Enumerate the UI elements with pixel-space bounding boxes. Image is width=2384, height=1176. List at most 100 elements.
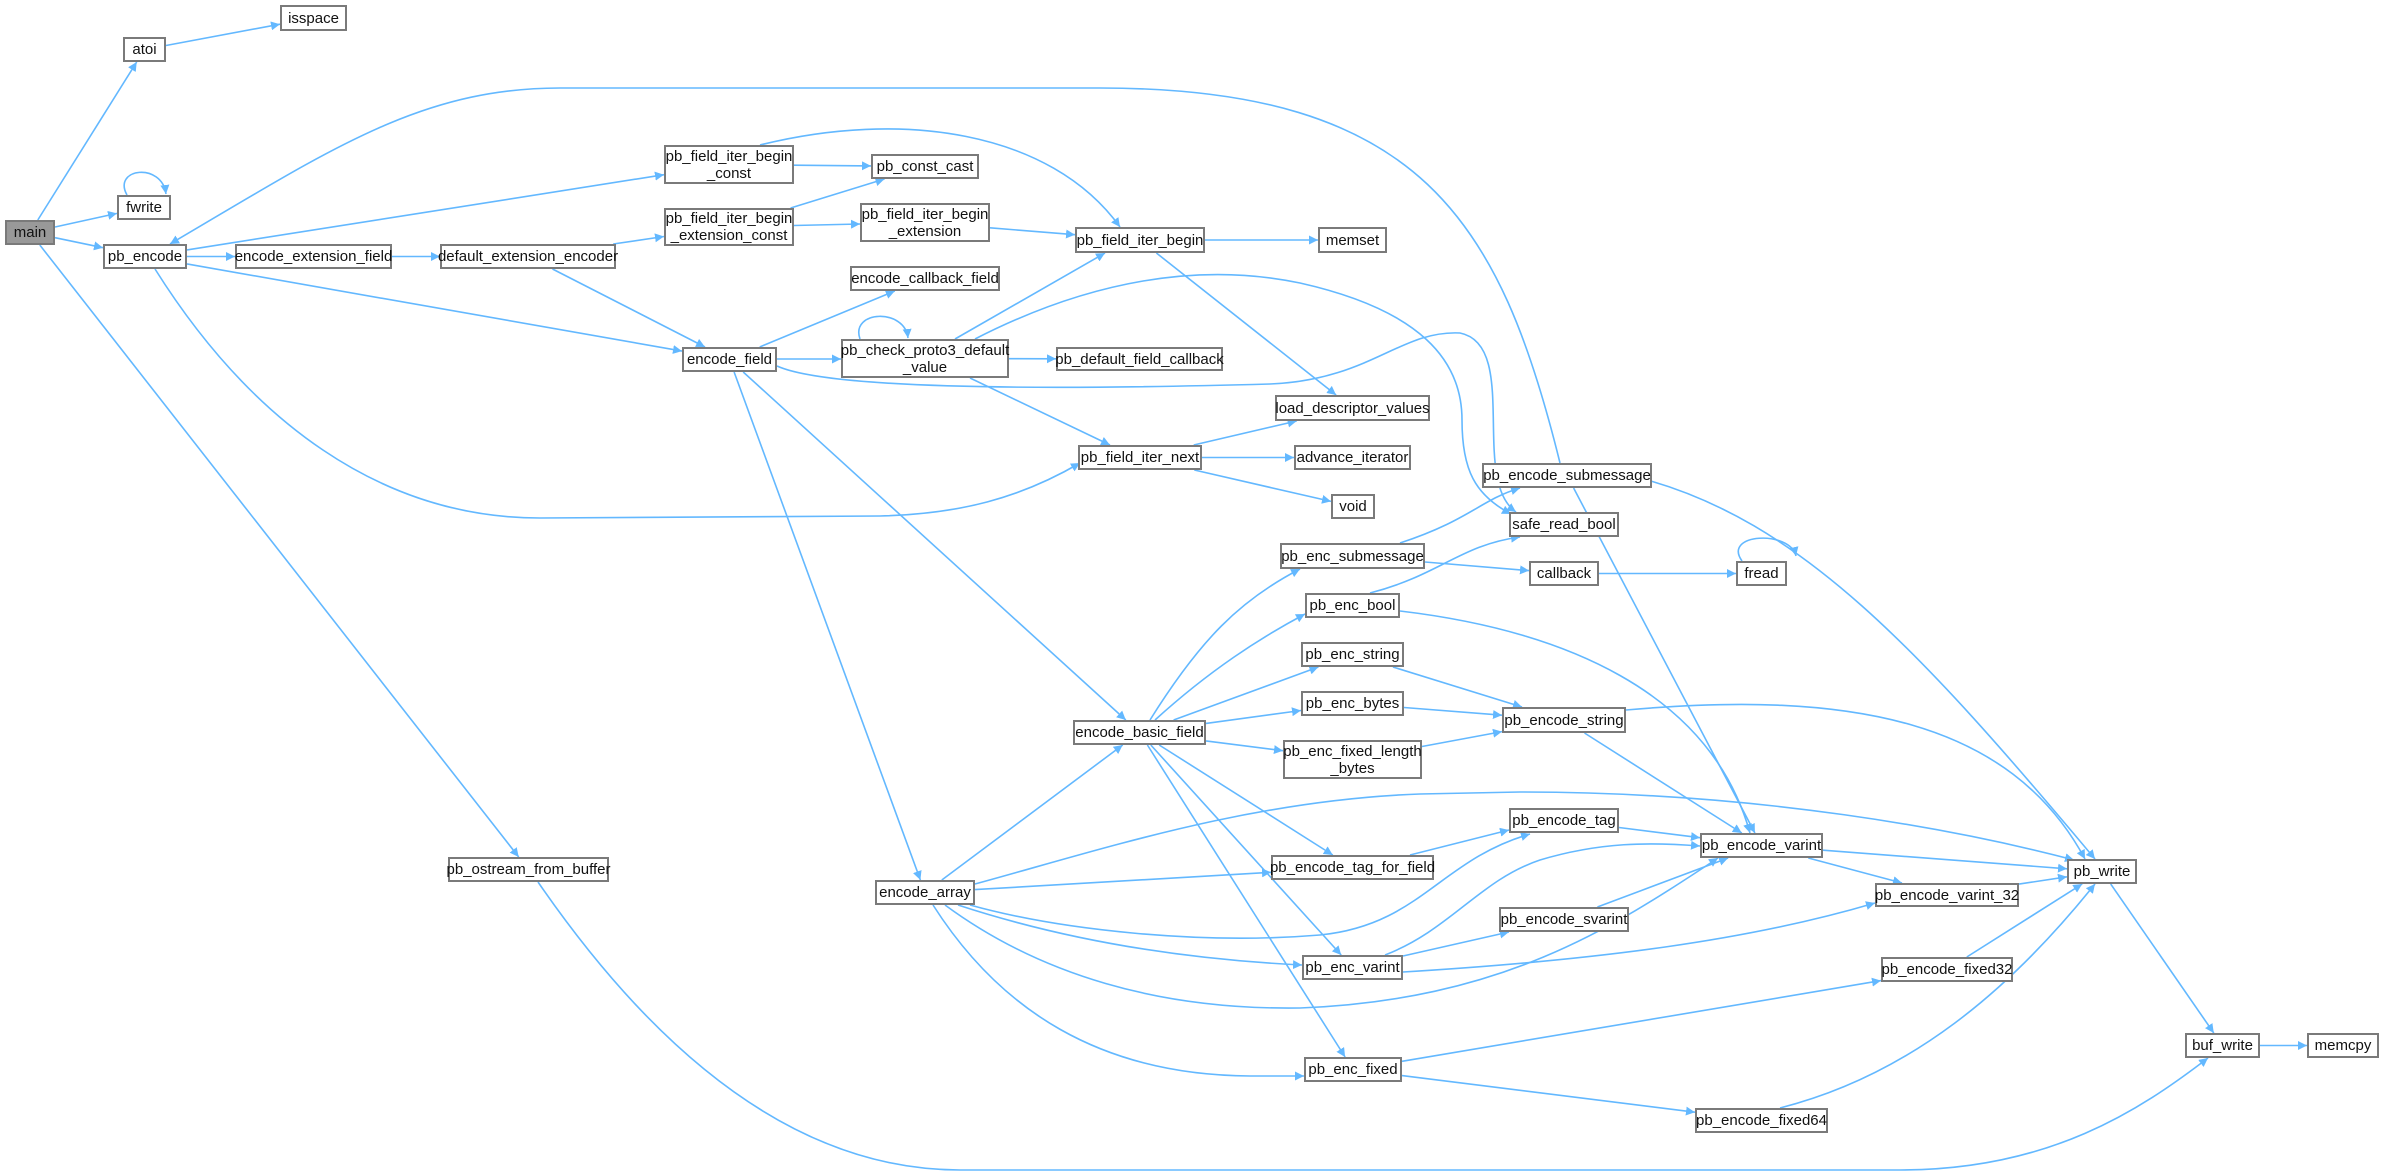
edge-pb-check-proto3-default-value-to-pb-field-iter-begin	[954, 252, 1106, 340]
node-pb-encode-string[interactable]: pb_encode_string	[1502, 707, 1626, 733]
node-pb-encode-varint-32[interactable]: pb_encode_varint_32	[1875, 883, 2019, 907]
node-pb-encode-tag[interactable]: pb_encode_tag	[1509, 808, 1619, 833]
edge-encode-field-to-encode-callback-field	[759, 290, 896, 348]
edge-encode-array-to-pb-enc-varint	[957, 904, 1303, 970]
edge-main-to-pb-ostream-from-buffer	[39, 244, 520, 858]
edge-encode-basic-field-to-pb-enc-bytes	[1205, 707, 1302, 725]
edge-encode-basic-field-to-pb-enc-fixed	[1146, 744, 1346, 1058]
node-pb-encode-tag-for-field[interactable]: pb_encode_tag_for_field	[1270, 855, 1435, 880]
edge-pb-enc-varint-to-pb-encode-svarint	[1402, 929, 1510, 957]
node-encode-callback-field[interactable]: encode_callback_field	[850, 266, 1000, 291]
node-memset[interactable]: memset	[1318, 227, 1387, 253]
node-encode-array[interactable]: encode_array	[875, 880, 975, 905]
edge-encode-basic-field-to-pb-enc-submessage	[1149, 568, 1301, 721]
edge-pb-enc-fixed-length-bytes-to-pb-encode-string	[1421, 728, 1503, 748]
edge-pb-field-iter-begin-const-to-pb-field-iter-begin	[759, 128, 1121, 228]
edge-pb-field-iter-begin-extension-const-to-pb-const-cast	[790, 177, 885, 209]
node-pb-encode-varint[interactable]: pb_encode_varint	[1700, 833, 1823, 858]
node-void[interactable]: void	[1331, 494, 1375, 519]
node-fwrite[interactable]: fwrite	[117, 195, 171, 220]
edge-pb-encode-varint-32-to-pb-write	[2018, 873, 2068, 885]
node-encode-basic-field[interactable]: encode_basic_field	[1073, 720, 1206, 745]
node-pb-default-field-callback[interactable]: pb_default_field_callback	[1055, 347, 1224, 371]
edge-pb-enc-fixed-to-pb-encode-fixed32	[1401, 977, 1882, 1063]
edge-pb-field-iter-next-to-load-descriptor-values	[1193, 418, 1297, 446]
node-buf-write[interactable]: buf_write	[2185, 1033, 2260, 1058]
edge-pb-field-iter-begin-const-to-pb-const-cast	[793, 161, 872, 171]
edge-encode-basic-field-to-pb-enc-fixed-length-bytes	[1205, 740, 1284, 755]
edge-pb-enc-bool-to-pb-encode-varint	[1399, 610, 1752, 834]
edge-encode-field-to-safe-read-bool	[776, 332, 1517, 513]
edge-pb-enc-bool-to-safe-read-bool	[1369, 533, 1521, 594]
node-pb-enc-fixed-length-bytes[interactable]: pb_enc_fixed_length _bytes	[1283, 740, 1422, 779]
node-pb-check-proto3-default-value[interactable]: pb_check_proto3_default _value	[841, 339, 1009, 378]
edge-default-extension-encoder-to-encode-field	[552, 268, 706, 348]
node-pb-field-iter-begin[interactable]: pb_field_iter_begin	[1075, 227, 1205, 253]
node-pb-encode-fixed32[interactable]: pb_encode_fixed32	[1881, 957, 2013, 982]
node-safe-read-bool[interactable]: safe_read_bool	[1509, 512, 1619, 537]
edge-main-to-pb-encode	[54, 236, 104, 251]
edge-pb-encode-submessage-to-pb-encode-varint	[1572, 487, 1756, 834]
node-callback[interactable]: callback	[1529, 561, 1599, 586]
node-pb-enc-varint[interactable]: pb_enc_varint	[1302, 955, 1403, 980]
node-default-extension-encoder[interactable]: default_extension_encoder	[438, 244, 618, 269]
edge-pb-encode-string-to-pb-write	[1625, 703, 2086, 860]
node-isspace[interactable]: isspace	[280, 5, 347, 31]
edge-pb-encode-to-pb-field-iter-begin-const	[186, 171, 665, 251]
edge-pb-encode-tag-for-field-to-pb-encode-tag	[1409, 827, 1510, 856]
node-advance-iterator[interactable]: advance_iterator	[1294, 445, 1411, 470]
node-load-descriptor-values[interactable]: load_descriptor_values	[1275, 395, 1430, 421]
edge-pb-check-proto3-default-value-to-pb-field-iter-next	[969, 377, 1111, 446]
edge-encode-array-to-pb-write	[974, 791, 2075, 885]
edge-encode-basic-field-to-pb-encode-tag-for-field	[1158, 744, 1334, 856]
node-fread[interactable]: fread	[1736, 561, 1787, 586]
edge-pb-encode-submessage-to-pb-encode	[169, 87, 1561, 464]
node-pb-enc-submessage[interactable]: pb_enc_submessage	[1280, 543, 1425, 569]
edge-pb-encode-to-encode-field	[186, 263, 683, 354]
node-pb-encode-submessage[interactable]: pb_encode_submessage	[1482, 463, 1652, 488]
edge-encode-basic-field-to-pb-enc-bool	[1154, 613, 1306, 721]
edge-main-to-atoi	[37, 61, 138, 221]
node-pb-write[interactable]: pb_write	[2067, 859, 2137, 884]
edge-pb-enc-submessage-to-callback	[1424, 561, 1530, 575]
edge-encode-basic-field-to-pb-enc-varint	[1150, 744, 1342, 956]
node-pb-encode-fixed64[interactable]: pb_encode_fixed64	[1695, 1108, 1828, 1133]
edge-fread-to-fread	[1737, 537, 1799, 562]
node-atoi[interactable]: atoi	[123, 37, 166, 62]
edge-pb-ostream-from-buffer-to-buf-write	[537, 881, 2209, 1171]
node-main[interactable]: main	[5, 220, 55, 245]
node-pb-enc-bytes[interactable]: pb_enc_bytes	[1301, 691, 1404, 716]
node-pb-enc-bool[interactable]: pb_enc_bool	[1305, 593, 1400, 618]
edge-pb-field-iter-begin-extension-to-pb-field-iter-begin	[989, 227, 1076, 239]
edge-pb-encode-string-to-pb-encode-varint	[1584, 732, 1743, 834]
edge-pb-encode-to-pb-field-iter-next	[154, 268, 1081, 519]
edge-pb-encode-varint-to-pb-encode-varint-32	[1808, 857, 1903, 886]
node-pb-encode[interactable]: pb_encode	[103, 244, 187, 269]
edge-pb-enc-bytes-to-pb-encode-string	[1403, 706, 1503, 719]
node-pb-field-iter-begin-extension[interactable]: pb_field_iter_begin _extension	[860, 203, 990, 242]
edge-pb-encode-submessage-to-pb-write	[1639, 477, 2096, 860]
node-pb-ostream-from-buffer[interactable]: pb_ostream_from_buffer	[447, 857, 611, 882]
edge-pb-enc-submessage-to-pb-encode-submessage	[1399, 486, 1521, 544]
edge-encode-array-to-pb-enc-fixed	[932, 904, 1304, 1081]
edge-pb-write-to-buf-write	[2110, 883, 2215, 1034]
edge-encode-basic-field-to-pb-enc-string	[1173, 665, 1319, 721]
node-memcpy[interactable]: memcpy	[2307, 1033, 2379, 1058]
node-encode-extension-field[interactable]: encode_extension_field	[235, 244, 392, 269]
node-pb-encode-svarint[interactable]: pb_encode_svarint	[1499, 907, 1629, 932]
edge-pb-encode-fixed64-to-pb-write	[1779, 883, 2096, 1109]
node-pb-enc-string[interactable]: pb_enc_string	[1301, 642, 1404, 667]
node-pb-field-iter-begin-const[interactable]: pb_field_iter_begin _const	[664, 145, 794, 184]
node-pb-field-iter-next[interactable]: pb_field_iter_next	[1078, 445, 1202, 470]
edge-pb-enc-string-to-pb-encode-string	[1392, 666, 1523, 709]
node-encode-field[interactable]: encode_field	[682, 347, 777, 372]
node-pb-const-cast[interactable]: pb_const_cast	[871, 154, 979, 179]
edge-pb-encode-tag-to-pb-encode-varint	[1618, 826, 1701, 842]
edge-encode-array-to-pb-encode-tag	[969, 832, 1531, 939]
node-pb-enc-fixed[interactable]: pb_enc_fixed	[1304, 1057, 1402, 1082]
edge-encode-field-to-encode-basic-field	[742, 371, 1127, 721]
node-pb-field-iter-begin-extension-const[interactable]: pb_field_iter_begin _extension_const	[664, 208, 794, 246]
edge-pb-enc-varint-to-pb-encode-varint-32	[1402, 901, 1876, 973]
